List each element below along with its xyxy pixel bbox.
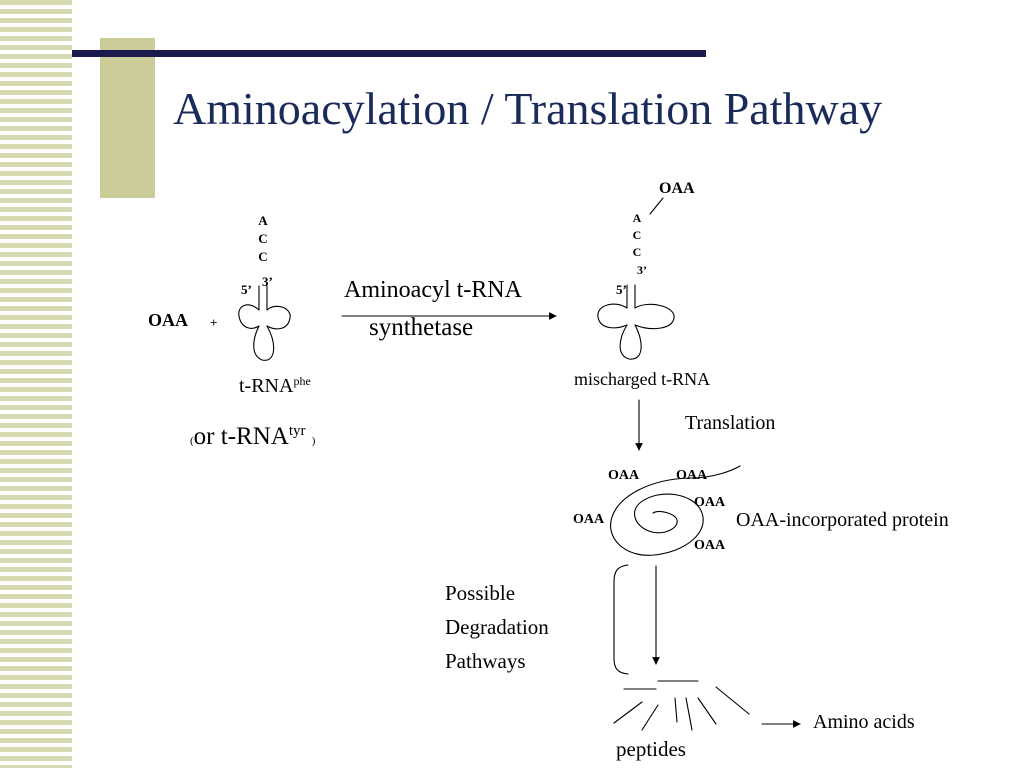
trna-tyr-label: (or t-RNAtyr ) xyxy=(190,423,316,450)
oaa-label: OAA xyxy=(148,310,188,330)
anticodon-letter: A xyxy=(258,213,268,228)
protein-oaa-label: OAA xyxy=(608,468,640,483)
title-rule xyxy=(72,50,706,57)
three-prime-label: 3’ xyxy=(637,263,647,277)
translation-label: Translation xyxy=(685,412,776,434)
degradation-bracket xyxy=(613,564,629,675)
protein-oaa-label: OAA xyxy=(676,468,708,483)
anticodon-right: A C C xyxy=(632,212,642,258)
trna-alt-superscript: tyr xyxy=(288,423,306,439)
anticodon-letter: C xyxy=(632,228,642,242)
enzyme-label-line1: Aminoacyl t-RNA xyxy=(344,277,522,303)
five-prime-label: 5’ xyxy=(616,282,627,297)
trna-cloverleaf-right xyxy=(597,284,675,360)
protein-oaa-label: OAA xyxy=(694,495,726,510)
anticodon-letter: C xyxy=(258,249,268,264)
protein-oaa-label: OAA xyxy=(694,538,726,553)
protein-oaa-label: OAA xyxy=(573,512,605,527)
anticodon-letter: A xyxy=(632,211,642,225)
enzyme-label-line2: synthetase xyxy=(369,314,474,341)
mischarged-trna-label: mischarged t-RNA xyxy=(574,369,711,389)
anticodon-letter: C xyxy=(258,231,268,246)
protein-label: OAA-incorporated protein xyxy=(736,509,949,531)
anticodon-letter: C xyxy=(632,245,642,259)
page-title: Aminoacylation / Translation Pathway xyxy=(173,83,883,134)
protein-coil xyxy=(610,465,741,556)
degradation-line: Possible xyxy=(445,581,516,605)
degradation-line: Degradation xyxy=(445,615,549,640)
trna-alt-name: or t-RNA xyxy=(193,423,289,450)
five-prime-label: 5’ xyxy=(241,282,252,297)
peptides-label: peptides xyxy=(616,737,686,761)
degradation-label: Possible Degradation Pathways xyxy=(445,576,549,678)
amino-acids-label: Amino acids xyxy=(813,711,915,733)
oaa-attached-label: OAA xyxy=(659,180,695,197)
trna-cloverleaf-left xyxy=(238,285,291,361)
trna-name: t-RNA xyxy=(239,375,294,397)
anticodon-left: A C C xyxy=(257,214,269,263)
trna-superscript: phe xyxy=(293,373,311,388)
close-paren: ) xyxy=(311,435,316,447)
plus-sign: + xyxy=(210,315,218,330)
oaa-attachment-line xyxy=(649,197,664,215)
peptide-fragments xyxy=(613,680,750,731)
decorative-stripes xyxy=(0,0,72,768)
open-paren: ( xyxy=(190,435,194,447)
title-accent-block xyxy=(100,38,155,198)
three-prime-label: 3’ xyxy=(262,274,273,289)
degradation-line: Pathways xyxy=(445,649,526,674)
trna-phe-label: t-RNAphe xyxy=(239,373,311,397)
